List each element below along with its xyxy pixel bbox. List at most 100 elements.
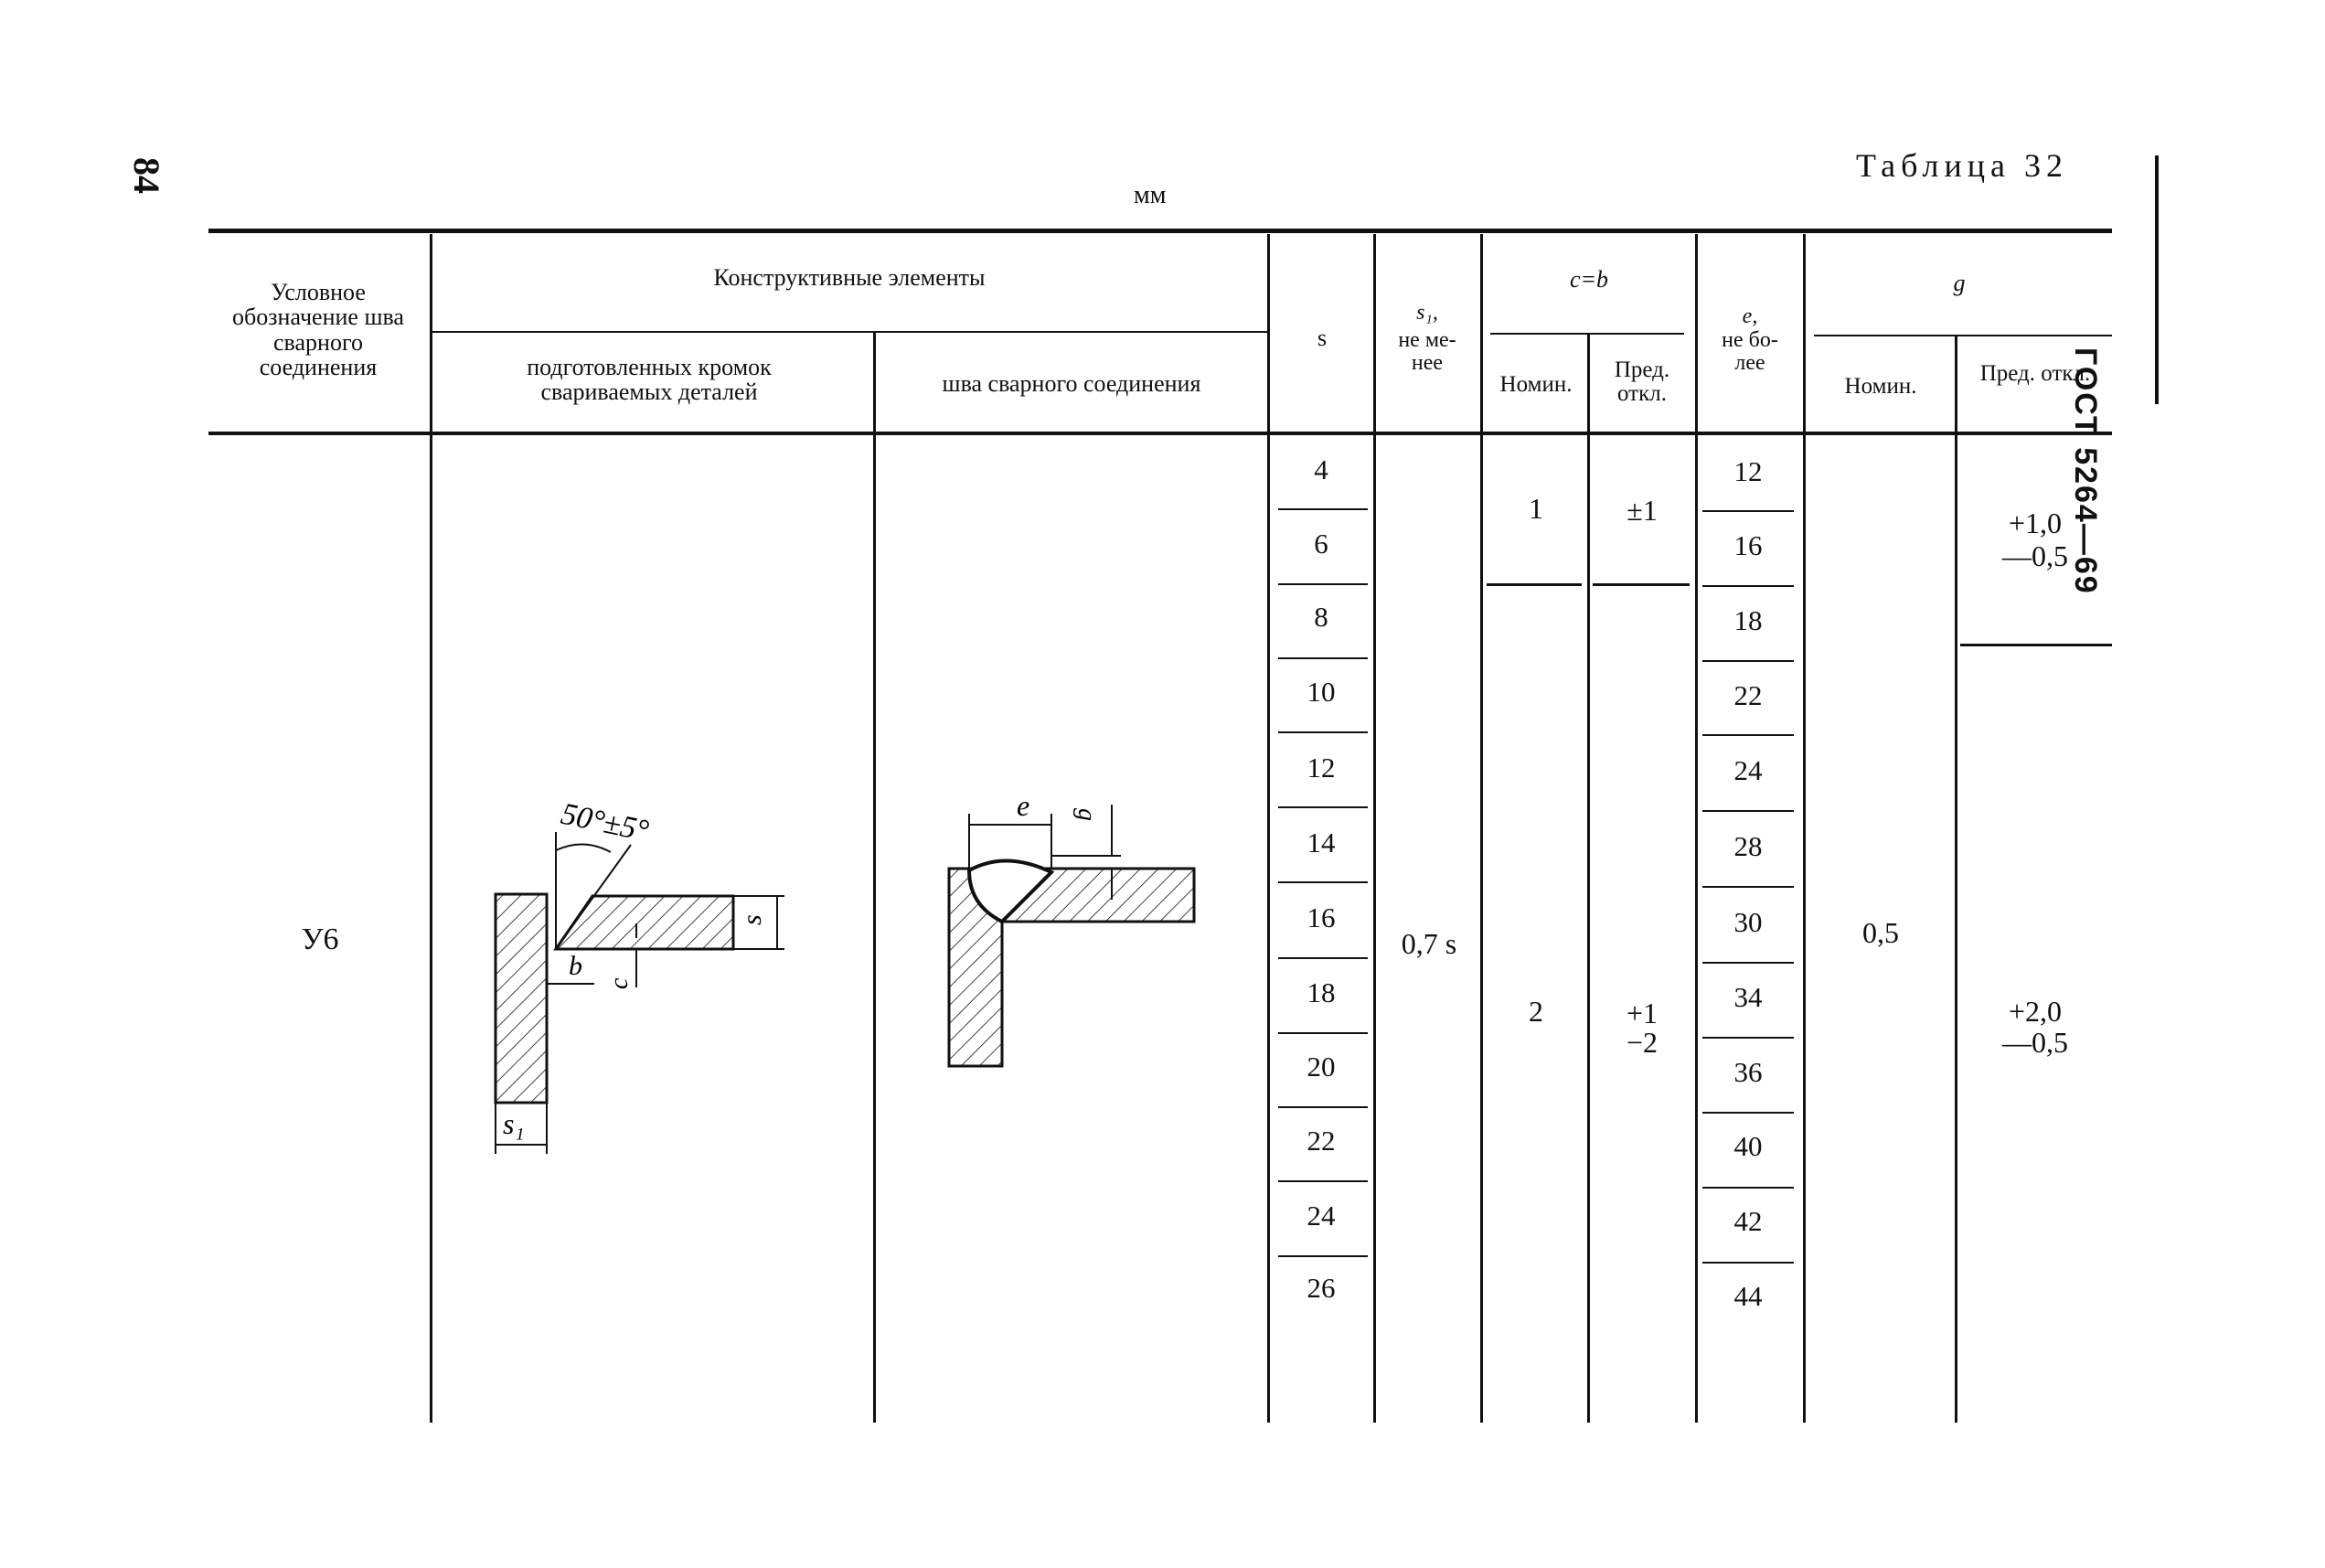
header-e-symbol: e,	[1742, 304, 1758, 328]
s1-dim-label: s₁	[503, 1107, 525, 1140]
weld-seam-drawing: e g	[947, 789, 1196, 1068]
e-separator	[1702, 810, 1794, 812]
header-bottom-rule	[208, 432, 2112, 435]
col-divider-6	[1587, 335, 1590, 1423]
header-g-nominal: Номин.	[1844, 374, 1917, 399]
e-value: 22	[1733, 679, 1763, 711]
col-divider-8	[1803, 234, 1806, 1423]
header-s: s	[1317, 325, 1328, 351]
horizontal-plate	[553, 894, 735, 951]
col-divider-4	[1373, 234, 1376, 1423]
header-cb-nominal: Номин.	[1499, 372, 1573, 397]
e-separator	[1702, 886, 1794, 888]
designation-value: У6	[301, 923, 339, 956]
e-separator	[1702, 1262, 1794, 1264]
g-tolerance-separator	[1960, 644, 2112, 646]
s-separator	[1278, 1180, 1368, 1182]
e-value: 28	[1733, 830, 1763, 862]
g-dim-label: g	[1072, 808, 1101, 821]
s-value: 8	[1314, 601, 1328, 633]
table-title: Таблица 32	[1856, 147, 2068, 184]
g-subheader-rule	[1814, 335, 2112, 336]
e-separator	[1702, 510, 1794, 512]
col-divider-7	[1695, 234, 1698, 1423]
table-top-rule	[208, 229, 2112, 233]
header-designation: Условное обозначение шва сварного соедин…	[232, 279, 404, 380]
c-dim-label: c	[605, 977, 634, 989]
cb-tolerance-separator	[1593, 583, 1690, 586]
e-value: 24	[1733, 754, 1763, 786]
e-value: 34	[1733, 981, 1763, 1013]
e-value: 16	[1733, 529, 1763, 561]
s-dim-label: s	[737, 914, 767, 925]
col-divider-3	[1267, 234, 1270, 1423]
e-separator	[1702, 1112, 1794, 1114]
g-nominal-value: 0,5	[1862, 916, 1899, 949]
s-value: 14	[1306, 827, 1336, 859]
prepared-edges-drawing: 50°±5° s c b s₁	[494, 797, 784, 1154]
header-g: g	[1953, 270, 1966, 296]
s-separator	[1278, 583, 1368, 585]
header-cb-tolerance: Пред. откл.	[1614, 357, 1670, 407]
weld-bead	[966, 859, 1055, 924]
cb-tolerance-2-plus: +1	[1626, 997, 1658, 1029]
s-separator	[1278, 508, 1368, 510]
header-prepared-edges: подготовленных кромок свариваемых детале…	[527, 354, 772, 406]
col-divider-1	[430, 234, 432, 1423]
s-separator	[1278, 1255, 1368, 1257]
g-tolerance-1-plus: +1,0	[2008, 507, 2063, 539]
s-value: 26	[1306, 1272, 1336, 1304]
header-cb: c=b	[1569, 266, 1609, 293]
header-e-text: не бо- лее	[1722, 328, 1778, 376]
construct-subheader-rule	[432, 331, 1267, 333]
e-separator	[1702, 1187, 1794, 1189]
e-value: 36	[1733, 1056, 1763, 1088]
e-separator	[1702, 1037, 1794, 1039]
cb-nominal-separator	[1487, 583, 1582, 586]
header-s1-symbol: s₁,	[1416, 301, 1438, 325]
page-number: 84	[126, 157, 167, 194]
cb-tolerance-2-minus: −2	[1626, 1026, 1658, 1059]
s-separator	[1278, 657, 1368, 659]
e-value: 30	[1733, 906, 1763, 938]
e-value: 42	[1733, 1205, 1763, 1237]
s-separator	[1278, 806, 1368, 808]
standard-divider	[2155, 155, 2159, 404]
s-value: 18	[1306, 976, 1336, 1008]
e-separator	[1702, 962, 1794, 964]
e-value: 44	[1733, 1280, 1763, 1312]
e-separator	[1702, 660, 1794, 662]
s-separator	[1278, 881, 1368, 883]
col-divider-2	[873, 333, 876, 1423]
cb-tolerance-1: ±1	[1626, 494, 1658, 527]
units-label: мм	[1134, 181, 1167, 209]
s-value: 24	[1306, 1200, 1336, 1232]
g-tolerance-2-minus: —0,5	[2002, 1026, 2068, 1059]
s-value: 12	[1306, 752, 1336, 784]
angle-label: 50°±5°	[558, 797, 652, 848]
g-tolerance-2-plus: +2,0	[2008, 995, 2063, 1028]
b-dim-label: b	[569, 951, 582, 981]
s-separator	[1278, 1106, 1368, 1108]
s-value: 6	[1314, 528, 1328, 560]
s-value: 16	[1306, 901, 1336, 933]
header-weld-seam: шва сварного соединения	[942, 370, 1201, 397]
header-construct: Конструктивные элементы	[713, 264, 986, 291]
s-value: 4	[1314, 453, 1328, 485]
cb-nominal-2: 2	[1529, 995, 1543, 1028]
cb-subheader-rule	[1490, 333, 1684, 335]
s-value: 10	[1306, 676, 1336, 708]
e-value: 40	[1733, 1130, 1763, 1162]
s-separator	[1278, 731, 1368, 733]
e-value: 12	[1733, 455, 1763, 487]
g-tolerance-1-minus: —0,5	[2002, 539, 2068, 572]
e-separator	[1702, 734, 1794, 736]
e-dim-label: e	[1017, 789, 1029, 822]
s-value: 22	[1306, 1125, 1336, 1157]
e-separator	[1702, 585, 1794, 587]
header-g-tolerance: Пред. откл.	[1979, 361, 2091, 386]
col-divider-9	[1955, 335, 1957, 1423]
vertical-plate	[494, 892, 549, 1104]
s1-value: 0,7 s	[1401, 927, 1457, 960]
s-separator	[1278, 1032, 1368, 1034]
